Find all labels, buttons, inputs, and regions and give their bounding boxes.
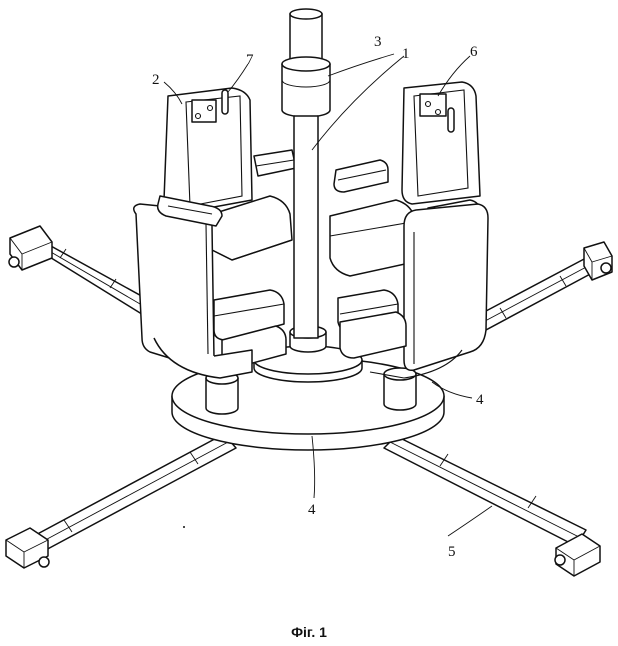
label-1: 1 [402,46,410,62]
label-5: 5 [448,544,456,560]
base-platform [171,325,445,451]
label-2: 2 [152,72,160,88]
label-3: 3 [374,34,382,50]
label-4-ring: 4 [476,392,484,408]
label-4-base: 4 [308,502,316,518]
reference-labels: 1 2 3 4 4 5 6 7 [152,34,484,560]
seat-right [329,81,489,379]
label-6: 6 [470,44,478,60]
label-7: 7 [246,52,254,68]
seat-left [133,87,297,379]
leg-front-left [5,433,237,569]
central-column [281,8,331,339]
leg-front-right [383,435,601,577]
speck [183,526,185,528]
figure-caption: Фіг. 1 [291,624,327,640]
leader-lines [163,53,493,537]
